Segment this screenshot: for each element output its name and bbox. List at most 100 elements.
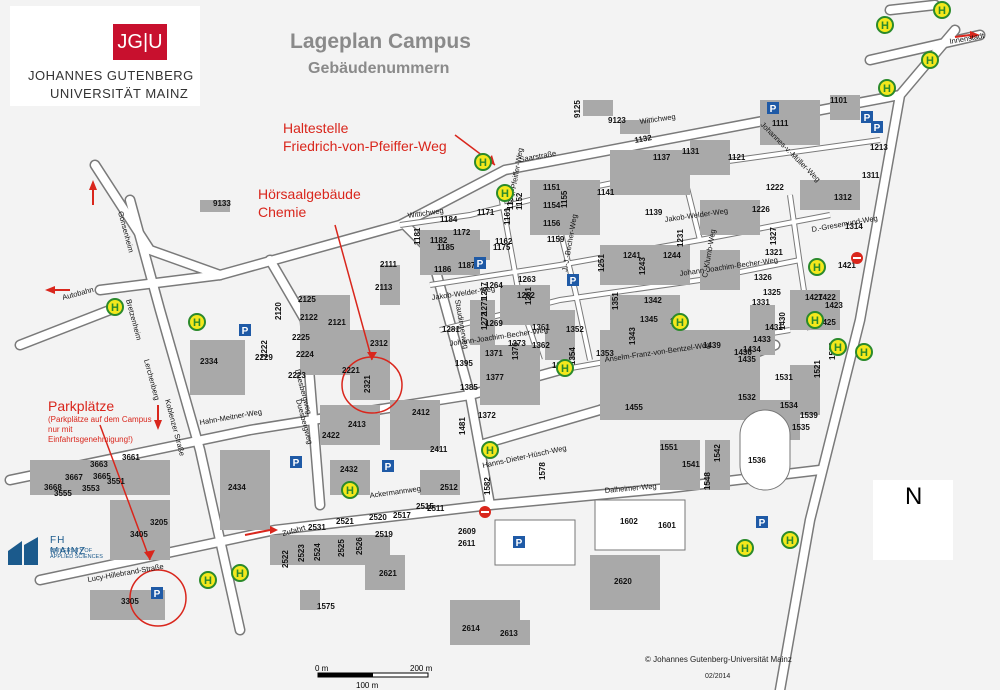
annotation-haltestelle-name: Friedrich-von-Pfeiffer-Weg [283, 138, 447, 154]
street-label-autobahn: Autobahn [61, 285, 94, 302]
building-label: 1423 [825, 301, 843, 310]
building-label: 1422 [818, 293, 836, 302]
building-label: 2334 [200, 357, 218, 366]
fh-mainz-icon [8, 537, 38, 565]
direction-lines [53, 34, 971, 536]
building-label: 1121 [728, 153, 746, 162]
parking-icon: P [474, 257, 486, 270]
building-label: 1431 [765, 323, 783, 332]
no-entry-signs [479, 252, 863, 518]
building-label: 1162 [495, 237, 513, 246]
building-label: 1131 [682, 147, 700, 156]
building-label: 1312 [834, 193, 852, 202]
annotation-arrows [99, 134, 496, 627]
building-labels: 9125912311321101111111211131113711411151… [44, 96, 888, 638]
parking-icon: P [567, 274, 579, 287]
building-label: 1602 [620, 517, 638, 526]
building-label: 1156 [543, 219, 561, 228]
building-label: 2523 [297, 544, 306, 562]
building-label: 2221 [342, 366, 360, 375]
building-label: 1536 [748, 456, 766, 465]
building-label: 2621 [379, 569, 397, 578]
north-label: N [905, 483, 923, 510]
building-label: 2614 [462, 624, 480, 633]
building-label: 9123 [608, 116, 626, 125]
building-label: 1481 [458, 417, 467, 435]
building-label: 1541 [682, 460, 700, 469]
building-label: 1351 [611, 292, 620, 310]
bus-stop-icon: H [671, 313, 689, 331]
building-label: 1352 [566, 325, 584, 334]
building-label: 2122 [300, 313, 318, 322]
building-label: 2121 [328, 318, 346, 327]
bus-stop-icon: H [806, 311, 824, 329]
building-label: 1331 [752, 298, 770, 307]
building-label: 1172 [453, 228, 471, 237]
building-label: 1222 [766, 183, 784, 192]
building-label: 1263 [518, 275, 536, 284]
building-label: 2434 [228, 483, 246, 492]
sports-fields [494, 409, 791, 566]
building-label: 3205 [150, 518, 168, 527]
map-title: Lageplan Campus [290, 30, 471, 53]
building-label: 2524 [313, 543, 322, 561]
building-label: 1244 [663, 251, 681, 260]
building-label: 1231 [676, 229, 685, 247]
building-label: 2413 [348, 420, 366, 429]
building-label: 2125 [298, 295, 316, 304]
svg-text:H: H [926, 55, 934, 67]
building-label: 1532 [738, 393, 756, 402]
building-label: 1155 [560, 190, 569, 208]
building-label: 3551 [107, 477, 125, 486]
fh-mainz-title: FH MAINZ [50, 535, 87, 557]
building-label: 2515 [416, 502, 434, 511]
building-label: 1213 [870, 143, 888, 152]
parking-icon: P [871, 121, 883, 134]
svg-text:H: H [811, 315, 819, 327]
bus-stop-icon: H [496, 184, 514, 202]
building-label: 1186 [434, 265, 452, 274]
building-label: 1345 [640, 315, 658, 324]
building-label: 1343 [628, 327, 637, 345]
building-label: 2521 [336, 517, 354, 526]
building-label: 2224 [296, 350, 314, 359]
building-label: 1311 [862, 171, 880, 180]
bus-stop-icon: H [808, 258, 826, 276]
building-label: 2512 [440, 483, 458, 492]
building-label: 1226 [752, 205, 770, 214]
annotation-parkplaetze-note: (Parkplätze auf dem Campus nur mit Einfa… [48, 415, 152, 444]
building-label: 2526 [355, 537, 364, 555]
building-label: 1327 [769, 227, 778, 245]
building-label: 3555 [54, 489, 72, 498]
bus-stop-icon: H [474, 153, 492, 171]
building-label: 1430 [778, 312, 787, 330]
bus-stop-icon: H [736, 539, 754, 557]
map-date: 02/2014 [705, 673, 731, 680]
svg-text:H: H [834, 342, 842, 354]
map-subtitle: Gebäudenummern [308, 60, 450, 77]
fh-mainz-subtitle: UNIVERSITY OF APPLIED SCIENCES [50, 548, 103, 560]
svg-text:H: H [501, 188, 509, 200]
building-label: 1132 [634, 133, 653, 145]
building-label: 1171 [477, 208, 495, 217]
building-label: 1376 [511, 342, 520, 360]
building-label: 1531 [775, 373, 793, 382]
building-label: 1175 [493, 243, 511, 252]
building-label: 2519 [375, 530, 393, 539]
building-label: 1542 [713, 444, 722, 462]
building-label: 1153 [506, 192, 515, 210]
building-label: 1395 [455, 359, 473, 368]
svg-text:H: H [561, 363, 569, 375]
building-label: 2412 [412, 408, 430, 417]
jgu-logo-box: JG|U [113, 24, 167, 60]
building-label: 9125 [573, 100, 582, 118]
building-label: 1281 [442, 325, 460, 334]
building-label: 1262 [517, 291, 535, 300]
building-label: 1314 [845, 222, 863, 231]
bus-stop-icon: H [829, 338, 847, 356]
university-logo: JG|U JOHANNES GUTENBERG UNIVERSITÄT MAIN… [10, 6, 200, 106]
svg-text:P: P [759, 518, 766, 529]
building-label: 1353 [596, 349, 614, 358]
